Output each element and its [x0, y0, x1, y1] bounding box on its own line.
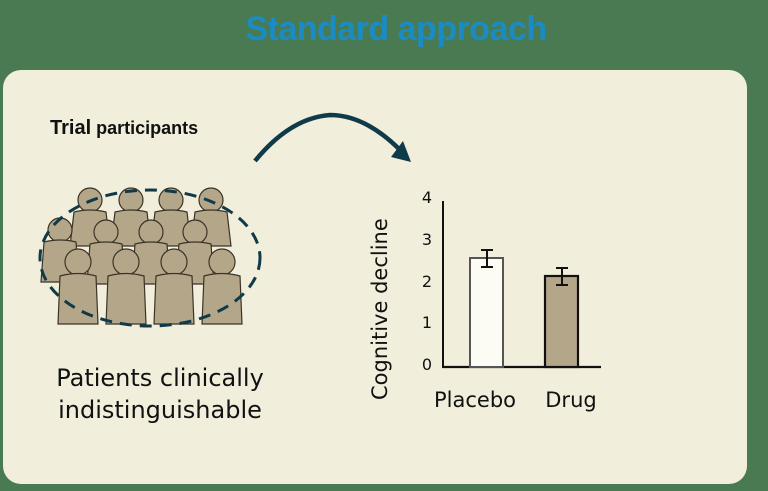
caption-line-2: indistinguishable [58, 396, 262, 424]
y-tick-0: 0 [421, 355, 432, 374]
x-label-placebo: Placebo [433, 388, 516, 412]
trial-participants-heading: Trial participants [50, 117, 198, 140]
error-bar-drug [556, 267, 568, 286]
dashed-ellipse [38, 188, 262, 328]
heading-rest: participants [96, 118, 199, 138]
bar-chart [442, 201, 601, 369]
bar-drug [543, 274, 580, 369]
bar-placebo [469, 257, 504, 368]
y-tick-3: 3 [421, 230, 432, 249]
y-tick-1: 1 [421, 313, 432, 332]
error-bar-placebo [481, 249, 493, 268]
y-tick-4: 4 [421, 188, 432, 207]
y-tick-2: 2 [421, 272, 432, 291]
group-of-people-icon [40, 187, 243, 325]
caption-line-1: Patients clinically [56, 364, 264, 392]
heading-bold: Trial [50, 117, 92, 139]
y-axis-label: Cognitive decline [368, 218, 392, 400]
patients-caption: Patients clinically indistinguishable [20, 362, 300, 426]
page-title: Standard approach [245, 10, 547, 48]
x-label-drug: Drug [545, 388, 597, 412]
curved-arrow-icon [253, 112, 411, 163]
